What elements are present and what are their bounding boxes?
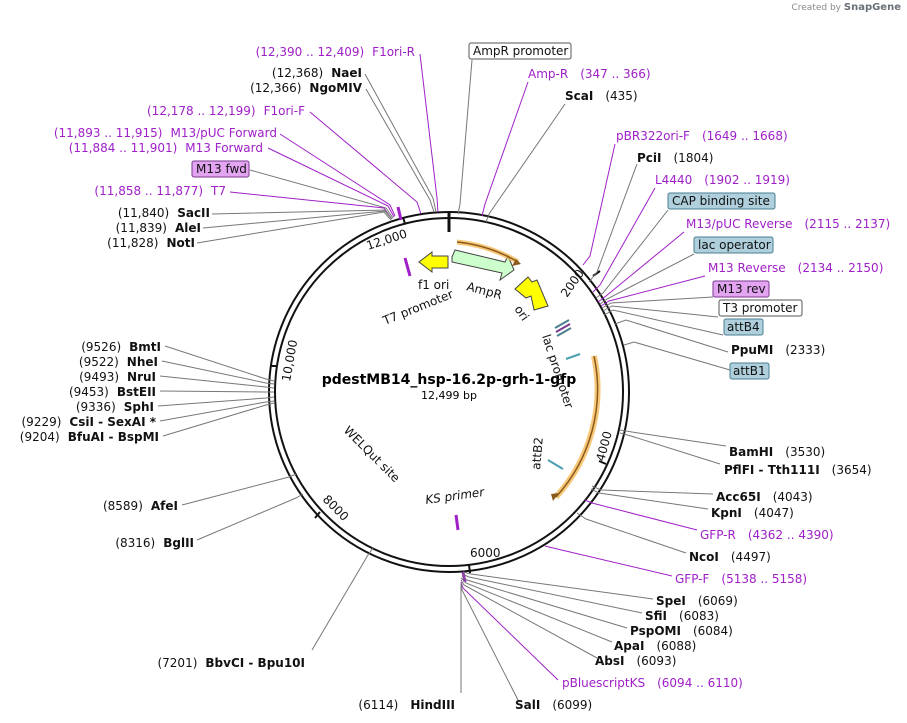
attb1-box[interactable] bbox=[729, 362, 770, 380]
attb2-mark bbox=[547, 459, 564, 470]
ampr-gene-line bbox=[456, 241, 519, 263]
snapgene-credit: Created by SnapGene bbox=[791, 2, 901, 13]
tick-mark bbox=[314, 511, 321, 519]
label-m13-forward[interactable]: (11,884 .. 11,901)M13 Forward bbox=[69, 141, 263, 155]
label-ppumi[interactable]: PpuMI(2333) bbox=[731, 343, 825, 357]
label-m13-puc-reverse[interactable]: M13/pUC Reverse(2115 .. 2137) bbox=[686, 217, 890, 231]
ampr-label: AmpR bbox=[465, 279, 503, 302]
label-kpni[interactable]: KpnI(4047) bbox=[711, 506, 794, 520]
label-m13-reverse[interactable]: M13 Reverse(2134 .. 2150) bbox=[708, 261, 883, 275]
label-scai[interactable]: ScaI(435) bbox=[565, 89, 638, 103]
lac-operator-box[interactable] bbox=[693, 236, 774, 254]
ampr-feature-arrow[interactable] bbox=[451, 249, 515, 282]
label-t7[interactable]: (11,858 .. 11,877)T7 bbox=[94, 184, 226, 198]
ampr-promoter-box[interactable] bbox=[468, 42, 572, 60]
label-ampr-promoter: AmpR promoter bbox=[473, 44, 568, 58]
ks-primer-mark bbox=[454, 514, 460, 531]
label-nrui[interactable]: (9493)NruI bbox=[79, 370, 156, 384]
label-attb1: attB1 bbox=[733, 364, 766, 378]
plasmid-size: 12,499 bp bbox=[421, 389, 477, 402]
label-l4440[interactable]: L4440(1902 .. 1919) bbox=[655, 173, 790, 187]
label-pbluescriptks[interactable]: pBluescriptKS(6094 .. 6110) bbox=[562, 676, 743, 690]
t7-promoter-label: T7 promoter bbox=[380, 287, 455, 328]
attb2-label: attB2 bbox=[529, 437, 546, 471]
label-bmti[interactable]: (9526)BmtI bbox=[81, 340, 161, 354]
label-apai[interactable]: ApaI(6088) bbox=[614, 639, 696, 653]
attb4-attb1-marks bbox=[554, 319, 581, 360]
cap-binding-site-box[interactable] bbox=[667, 192, 776, 210]
label-ngomiv[interactable]: (12,366)NgoMIV bbox=[250, 81, 363, 95]
label-bglii[interactable]: (8316)BglII bbox=[115, 536, 194, 550]
label-acc65i[interactable]: Acc65I(4043) bbox=[716, 490, 813, 504]
label-m13-fwd: M13 fwd bbox=[196, 162, 247, 176]
label-f1ori-f[interactable]: (12,178 .. 12,199)F1ori-F bbox=[147, 104, 305, 118]
label-pcii[interactable]: PciI(1804) bbox=[637, 151, 713, 165]
label-t3-promoter: T3 promoter bbox=[722, 301, 798, 315]
ks-primer-label: KS primer bbox=[424, 485, 486, 507]
label-nhei[interactable]: (9522)NheI bbox=[79, 355, 158, 369]
label-spei[interactable]: SpeI(6069) bbox=[656, 594, 738, 608]
snapgene-logo: SnapGene bbox=[843, 2, 901, 13]
attb4-box[interactable] bbox=[723, 318, 764, 336]
label-absi[interactable]: AbsI(6093) bbox=[595, 654, 676, 668]
label-naei[interactable]: (12,368)NaeI bbox=[272, 66, 362, 80]
ampr-gene-arrowhead bbox=[512, 259, 521, 266]
ori-feature-arrow[interactable] bbox=[514, 276, 549, 311]
label-sphi[interactable]: (9336)SphI bbox=[76, 400, 154, 414]
ori-label: ori bbox=[512, 303, 532, 324]
label-hindiii[interactable]: (6114)HindIII bbox=[358, 698, 455, 712]
gfp-gene-arrowhead bbox=[551, 493, 559, 501]
tick-mark bbox=[468, 564, 471, 574]
label-amp-r[interactable]: Amp-R(347 .. 366) bbox=[528, 67, 651, 81]
tick-mark bbox=[402, 216, 406, 225]
label-m13-rev: M13 rev bbox=[717, 282, 766, 296]
welqut-label: WELQut site bbox=[341, 423, 403, 485]
credit-prefix: Created by bbox=[791, 3, 841, 13]
label-bamhi[interactable]: BamHI(3530) bbox=[729, 445, 825, 459]
tick-label-4000: 4000 bbox=[593, 430, 614, 463]
label-f1ori-r[interactable]: (12,390 .. 12,409)F1ori-R bbox=[256, 45, 415, 59]
m13-fwd-box[interactable] bbox=[191, 160, 250, 178]
label-attb4: attB4 bbox=[727, 320, 760, 334]
label-sacii[interactable]: (11,840)SacII bbox=[118, 206, 210, 220]
label-bbvci-bpu10i[interactable]: (7201)BbvCI - Bpu10I bbox=[157, 656, 305, 670]
tick-label-6000: 6000 bbox=[470, 546, 501, 560]
label-pbr322ori-f[interactable]: pBR322ori-F(1649 .. 1668) bbox=[616, 129, 788, 143]
label-m13-puc-forward[interactable]: (11,893 .. 11,915)M13/pUC Forward bbox=[54, 126, 277, 140]
label-bfuai-bspmi[interactable]: (9204)BfuAI - BspMI bbox=[20, 430, 159, 444]
t7-promoter-mark bbox=[403, 257, 412, 277]
m13-rev-box[interactable] bbox=[712, 280, 770, 298]
plasmid-name: pdestMB14_hsp-16.2p-grh-1-gfp bbox=[322, 372, 577, 388]
mcs-primer-mark bbox=[396, 206, 403, 221]
label-cap-binding-site: CAP binding site bbox=[672, 194, 770, 208]
label-afei[interactable]: (8589)AfeI bbox=[103, 499, 178, 513]
tick-label-8000: 8000 bbox=[320, 492, 351, 523]
label-bsteii[interactable]: (9453)BstEII bbox=[69, 385, 156, 399]
label-sfii[interactable]: SfiI(6083) bbox=[645, 609, 719, 623]
f1-ori-label: f1 ori bbox=[418, 278, 449, 292]
label-sali[interactable]: SalI(6099) bbox=[515, 698, 592, 712]
label-lac-operator: lac operator bbox=[698, 238, 771, 252]
label-pspomi[interactable]: PspOMI(6084) bbox=[630, 624, 733, 638]
label-csii-sexai[interactable]: (9229)CsiI - SexAI * bbox=[22, 415, 157, 429]
t3-promoter-box[interactable] bbox=[718, 299, 803, 317]
label-pflfi-tth111i[interactable]: PflFI - Tth111I(3654) bbox=[724, 463, 872, 477]
label-ncoi[interactable]: NcoI(4497) bbox=[689, 550, 771, 564]
label-gfp-r[interactable]: GFP-R(4362 .. 4390) bbox=[700, 528, 834, 542]
label-noti[interactable]: (11,828)NotI bbox=[107, 236, 195, 250]
leader-lines bbox=[157, 53, 731, 701]
f1-ori-feature-arrow[interactable] bbox=[418, 250, 449, 274]
label-gfp-f[interactable]: GFP-F(5138 .. 5158) bbox=[675, 572, 807, 586]
gfp-gene-line bbox=[555, 355, 599, 498]
tick-mark bbox=[598, 460, 607, 465]
label-alei[interactable]: (11,839)AleI bbox=[116, 221, 201, 235]
